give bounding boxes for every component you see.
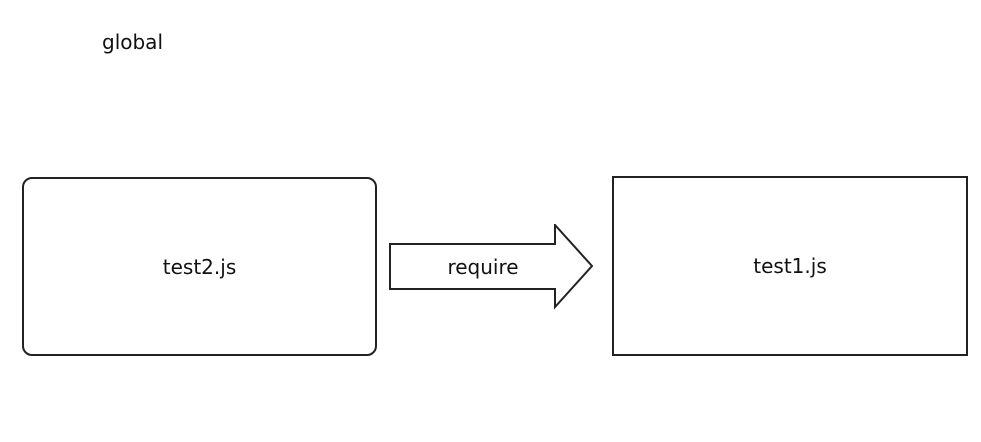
node-test1-js: test1.js bbox=[612, 176, 968, 356]
require-arrow-shape bbox=[389, 224, 594, 310]
require-arrow-label: require bbox=[447, 255, 519, 279]
require-arrow bbox=[389, 224, 594, 310]
node-test2-js-label: test2.js bbox=[162, 254, 237, 279]
global-label: global bbox=[102, 30, 163, 54]
node-test2-js: test2.js bbox=[22, 177, 377, 356]
node-test1-js-label: test1.js bbox=[753, 254, 827, 278]
